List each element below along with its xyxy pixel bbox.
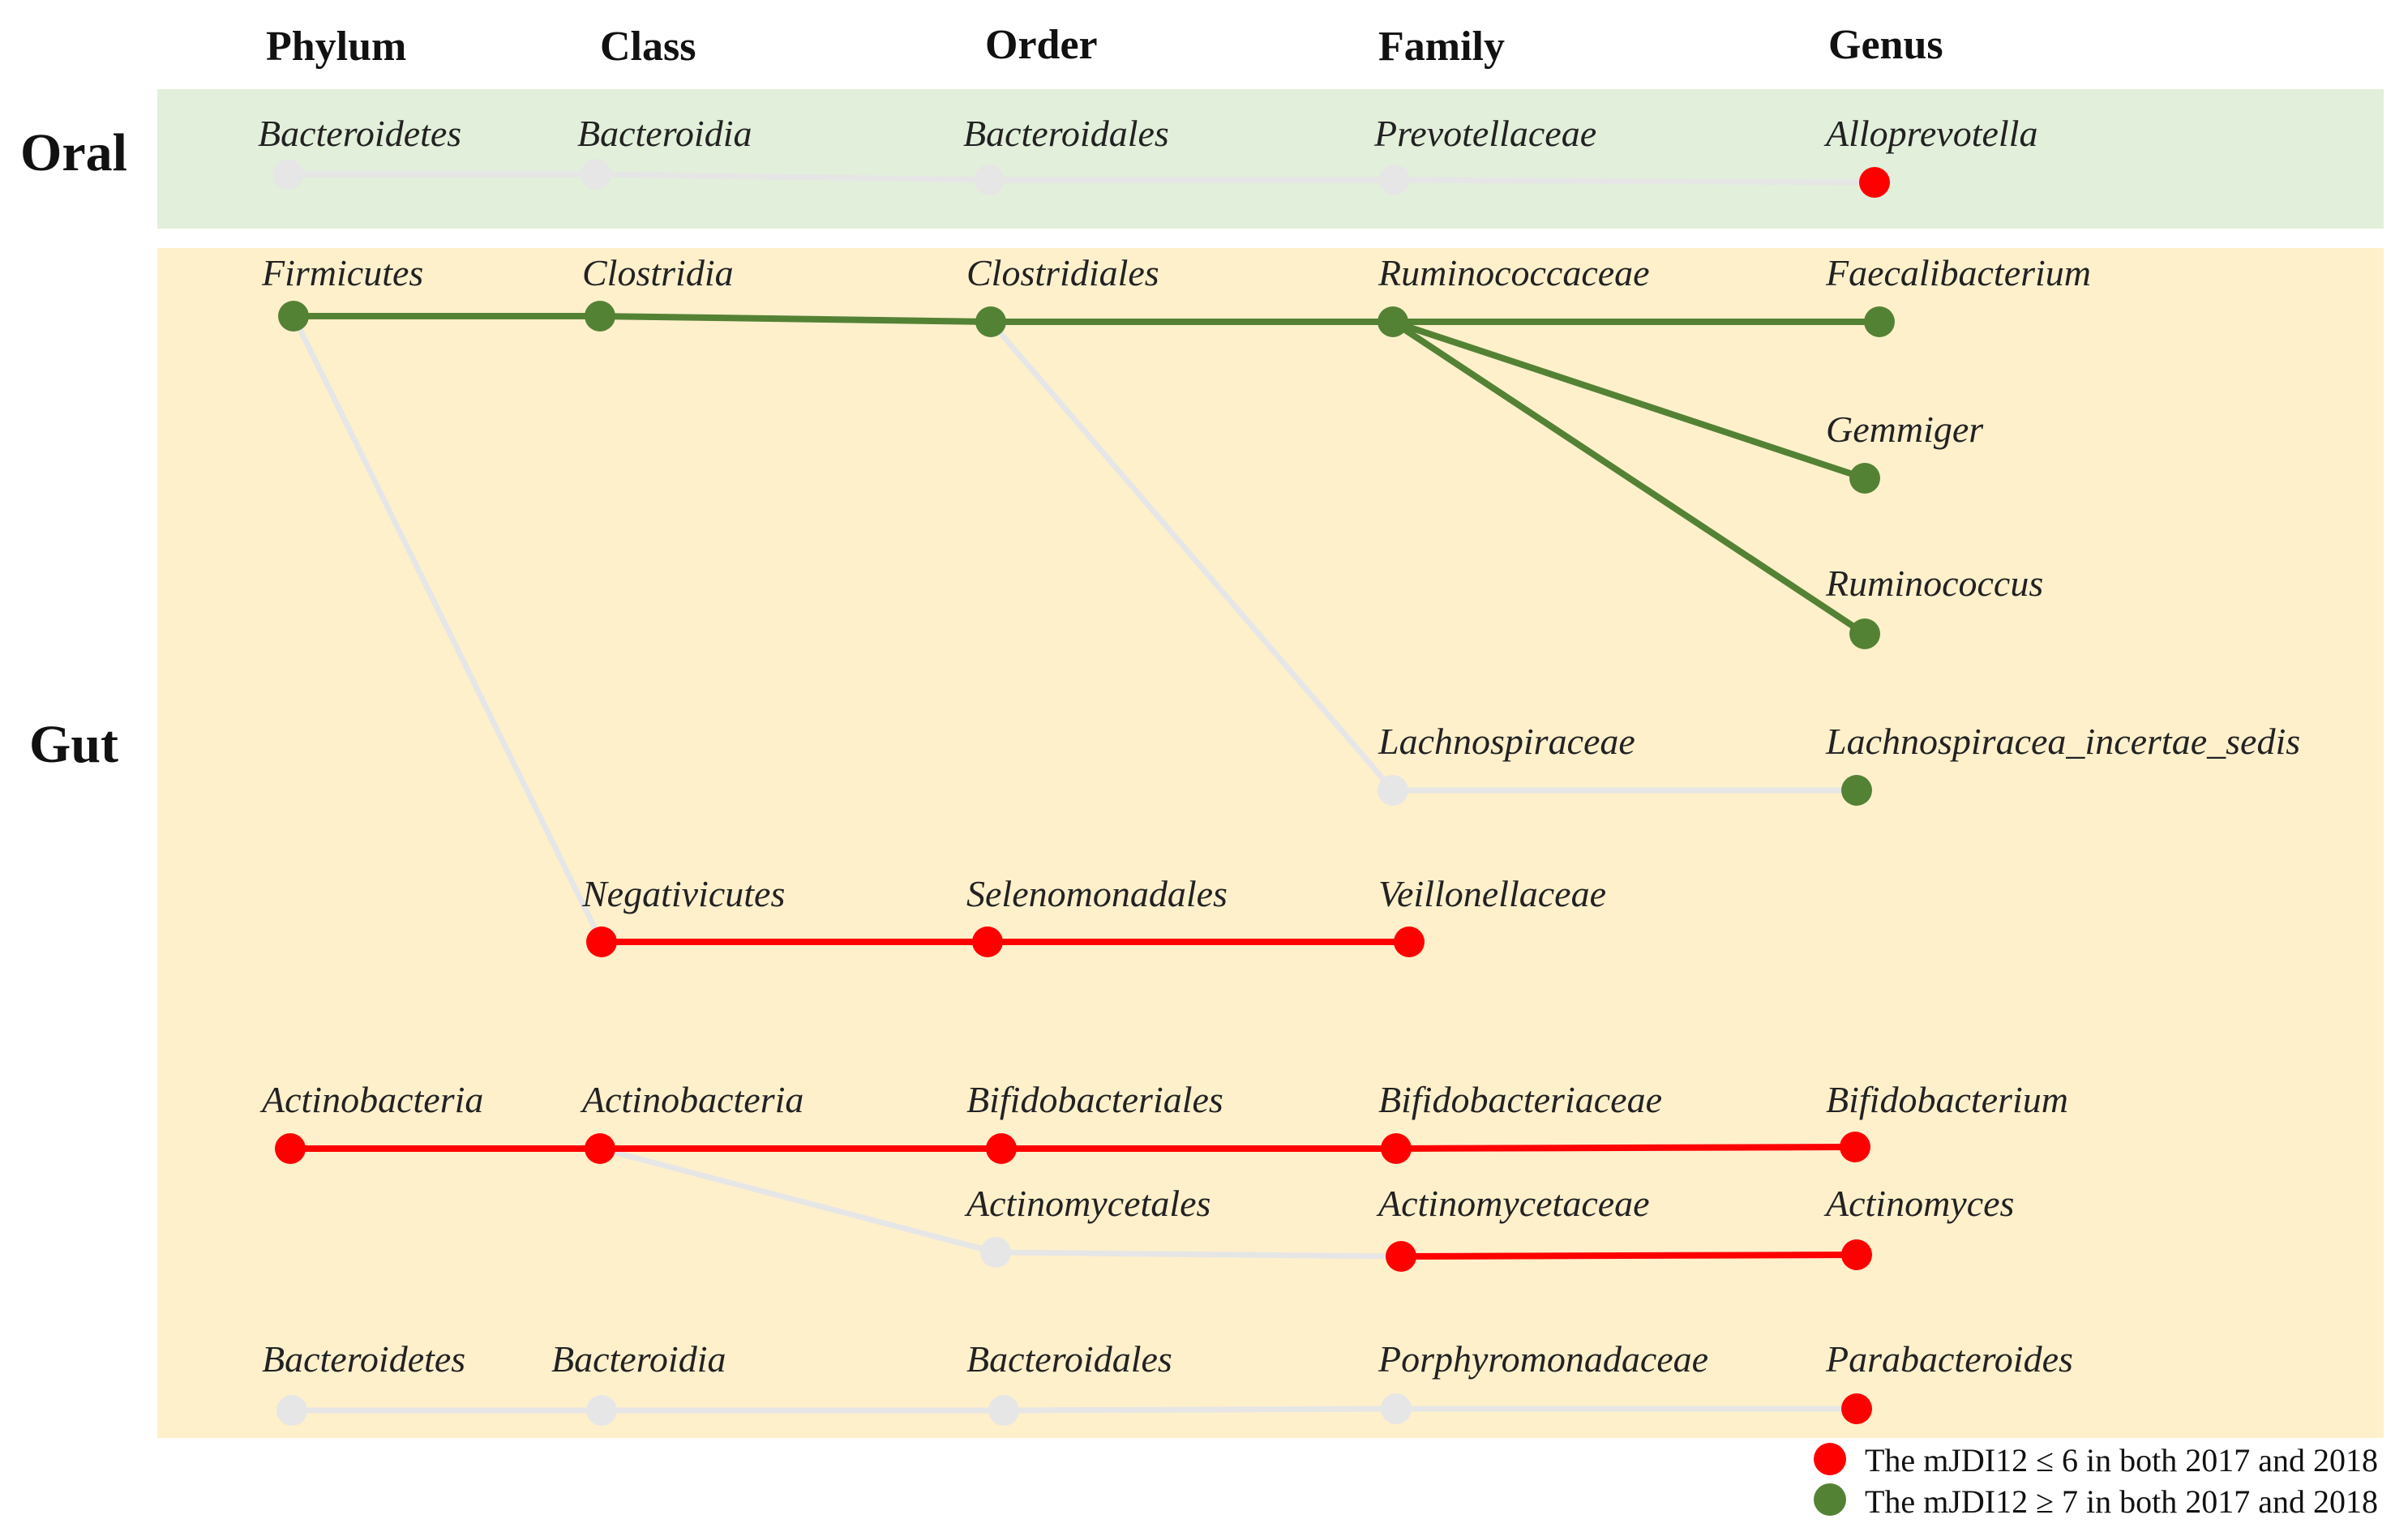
node-r2	[972, 926, 1003, 957]
legend-green-label: The mJDI12 ≥ 7 in both 2017 and 2018	[1865, 1483, 2378, 1520]
node-o2	[581, 159, 611, 190]
legend: The mJDI12 ≤ 6 in both 2017 and 2018 The…	[1814, 1442, 2378, 1520]
node-r5	[988, 1395, 1019, 1426]
node-o4	[1379, 165, 1410, 195]
taxon-label-o3: Bacteroidales	[963, 113, 1169, 154]
node-g7	[1841, 1393, 1872, 1424]
taxon-label-c3: Actinobacteria	[580, 1079, 803, 1120]
taxon-label-c2: Negativicutes	[581, 873, 785, 914]
legend-red-marker	[1814, 1443, 1846, 1475]
node-p3	[276, 1395, 307, 1426]
node-c4	[586, 1395, 617, 1426]
taxon-label-o1: Bacteroidetes	[258, 113, 461, 154]
taxon-label-r5: Bacteroidales	[966, 1338, 1172, 1380]
taxon-label-fa3: Veillonellaceae	[1378, 873, 1606, 914]
node-fa1	[1378, 306, 1408, 337]
nodes	[272, 159, 1895, 1426]
taxon-label-g2: Gemmiger	[1826, 409, 1984, 450]
node-c3	[585, 1133, 615, 1164]
node-g5	[1840, 1132, 1870, 1162]
edge-r5-fa6	[1000, 1406, 1399, 1414]
taxon-label-fa2: Lachnospiraceae	[1378, 721, 1635, 762]
taxon-label-c4: Bacteroidia	[551, 1338, 726, 1380]
node-o1	[272, 159, 303, 190]
node-fa5	[1386, 1241, 1416, 1272]
edge-c3-r4	[597, 1145, 999, 1256]
taxon-label-fa4: Bifidobacteriaceae	[1378, 1079, 1662, 1120]
edge-fa5-g6	[1398, 1252, 1860, 1260]
taxon-label-r2: Selenomonadales	[966, 873, 1228, 914]
node-g4	[1841, 775, 1872, 806]
node-f1	[278, 301, 309, 332]
taxon-label-g6: Actinomyces	[1823, 1183, 2014, 1224]
taxon-label-f1: Firmicutes	[261, 252, 423, 293]
edge-f1-c2	[290, 313, 605, 945]
node-r3	[986, 1133, 1017, 1164]
section-label-oral: Oral	[20, 123, 127, 182]
node-fa3	[1394, 926, 1425, 957]
node-g1	[1864, 306, 1895, 337]
node-g3	[1849, 618, 1880, 649]
header-family: Family	[1378, 24, 1505, 70]
edge-c1-r1	[597, 313, 994, 325]
node-fa6	[1381, 1393, 1412, 1424]
node-c2	[586, 926, 617, 957]
section-label-gut: Gut	[29, 715, 118, 774]
edge-fa4-g5	[1393, 1144, 1858, 1152]
taxon-label-fa6: Porphyromonadaceae	[1378, 1338, 1708, 1380]
gut-section-background	[157, 248, 2384, 1438]
taxon-label-g4: Lachnospiracea_incertae_sedis	[1825, 721, 2300, 762]
taxon-label-p2: Actinobacteria	[259, 1079, 483, 1120]
legend-green-marker	[1814, 1483, 1846, 1516]
node-c1	[585, 301, 615, 332]
header-order: Order	[985, 22, 1098, 68]
header-class: Class	[600, 24, 696, 70]
taxon-label-r3: Bifidobacteriales	[966, 1079, 1223, 1120]
taxon-label-r4: Actinomycetales	[964, 1183, 1210, 1224]
node-o5	[1859, 167, 1890, 198]
edges	[285, 171, 1883, 1414]
node-g2	[1849, 463, 1880, 494]
taxon-label-g7: Parabacteroides	[1825, 1338, 2073, 1380]
node-p2	[275, 1133, 306, 1164]
edge-r4-fa5	[992, 1249, 1404, 1260]
node-r1	[975, 306, 1006, 337]
taxon-label-o2: Bacteroidia	[577, 113, 752, 154]
taxon-label-p3: Bacteroidetes	[262, 1338, 465, 1380]
oral-section-background	[157, 89, 2384, 229]
edge-r1-fa2	[988, 319, 1396, 794]
taxon-label-o5: Alloprevotella	[1823, 113, 2037, 154]
edge-fa1-g3	[1390, 319, 1868, 637]
taxon-label-fa1: Ruminococcaceae	[1378, 252, 1650, 293]
edge-fa1-g2	[1390, 319, 1868, 481]
taxon-label-fa5: Actinomycetaceae	[1376, 1183, 1650, 1224]
node-r4	[980, 1237, 1011, 1268]
taxon-label-g5: Bifidobacterium	[1826, 1079, 2068, 1120]
edge-o4-o5	[1391, 177, 1878, 186]
legend-red-label: The mJDI12 ≤ 6 in both 2017 and 2018	[1865, 1442, 2378, 1479]
taxon-label-c1: Clostridia	[582, 252, 734, 293]
header-phylum: Phylum	[266, 24, 406, 70]
taxon-label-g3: Ruminococcus	[1825, 563, 2043, 604]
node-o3	[974, 165, 1005, 195]
taxon-label-o4: Prevotellaceae	[1373, 113, 1596, 154]
column-headers: Phylum Class Order Family Genus	[266, 22, 1943, 70]
taxon-label-g1: Faecalibacterium	[1825, 252, 2091, 293]
edge-o2-o3	[593, 171, 992, 183]
taxon-label-r1: Clostridiales	[966, 252, 1159, 293]
header-genus: Genus	[1828, 22, 1943, 68]
node-g6	[1841, 1239, 1872, 1270]
node-fa2	[1378, 775, 1408, 806]
node-fa4	[1381, 1133, 1412, 1164]
